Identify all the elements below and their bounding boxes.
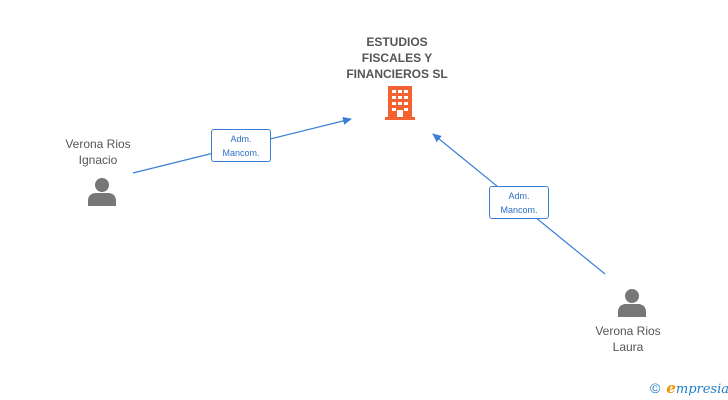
building-icon[interactable] <box>385 86 415 120</box>
brand-initial: e <box>666 379 676 397</box>
person-name-laura[interactable]: Verona Rios Laura <box>595 324 661 354</box>
edge-label-laura[interactable]: Adm. Mancom. <box>489 186 549 219</box>
person-icon[interactable] <box>617 287 647 317</box>
brand-text: mpresia <box>675 382 728 397</box>
copyright-icon: © <box>650 380 661 396</box>
person-icon[interactable] <box>87 176 117 206</box>
footer-brand: © empresia <box>650 378 728 398</box>
person-name-ignacio[interactable]: Verona Rios Ignacio <box>65 137 131 167</box>
brand-logo[interactable]: empresia <box>666 379 728 397</box>
edge-label-ignacio[interactable]: Adm. Mancom. <box>211 129 271 162</box>
company-name[interactable]: ESTUDIOS FISCALES Y FINANCIEROS SL <box>346 35 448 81</box>
